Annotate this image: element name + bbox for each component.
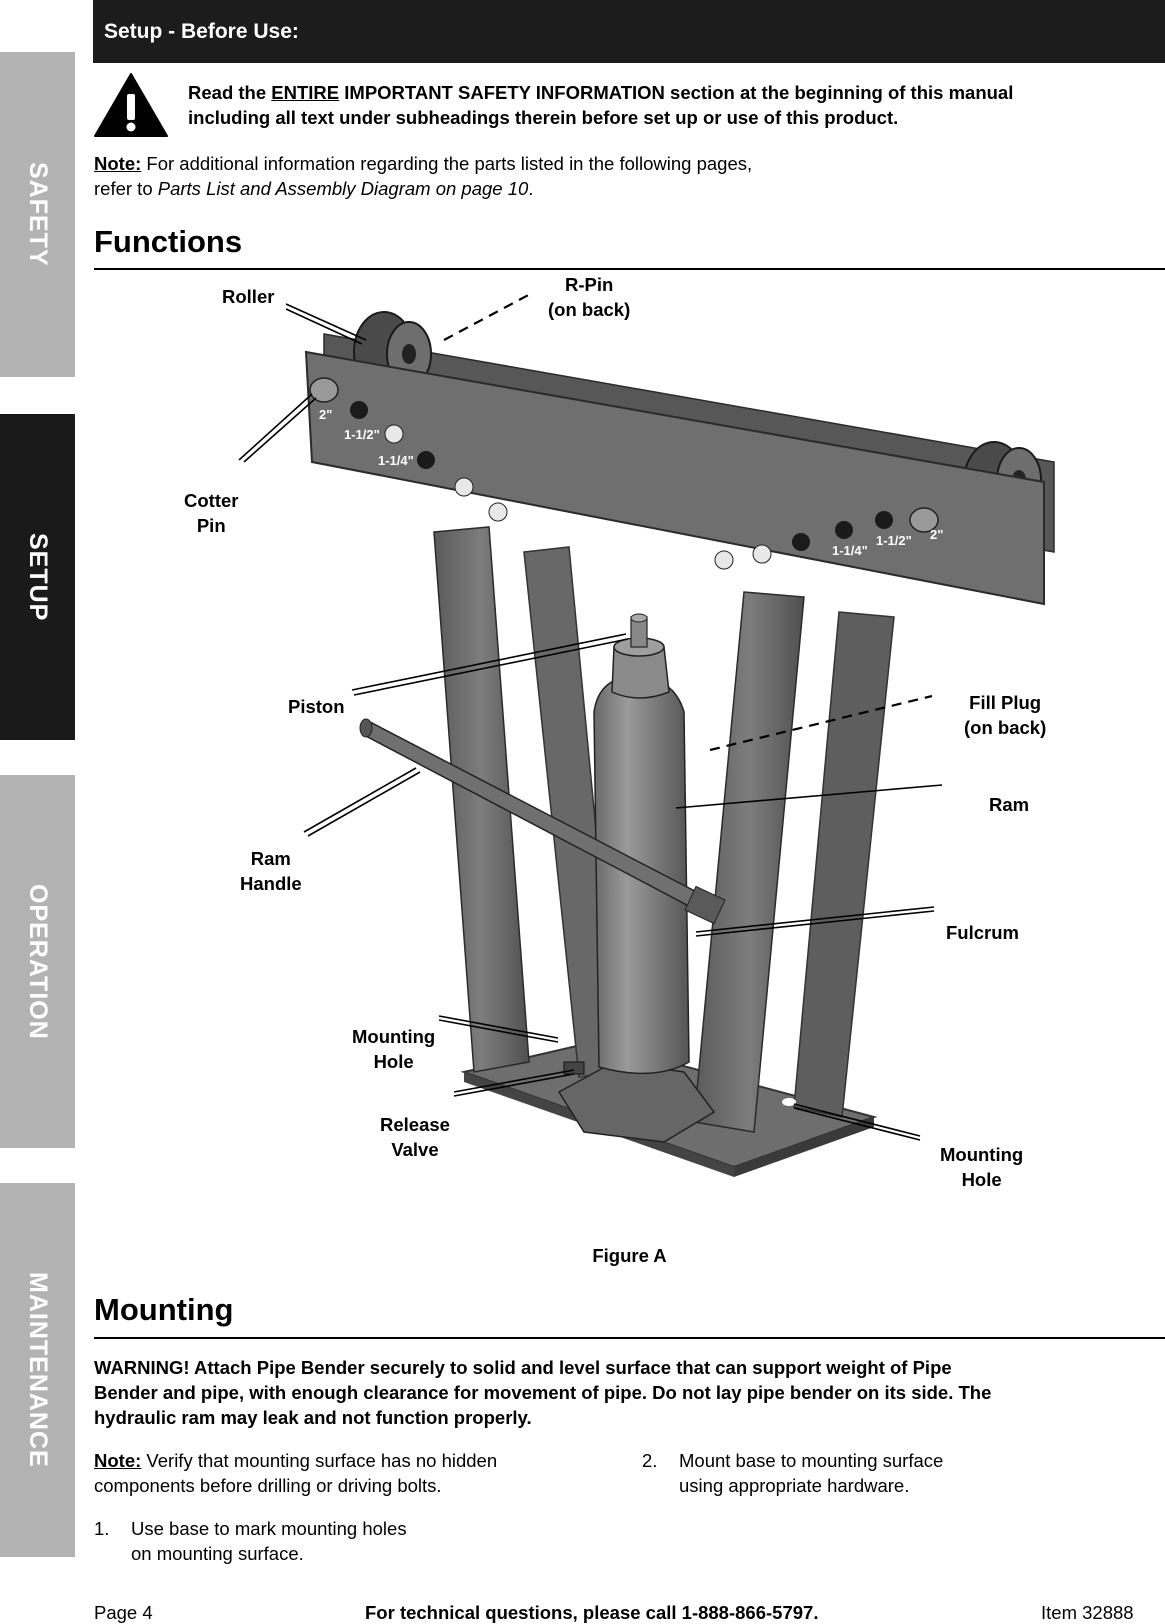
step-text-line2: using appropriate hardware.	[679, 1475, 910, 1496]
callout-r-pin-line1: R-Pin	[564, 274, 614, 295]
callout-mounting-hole-left-line2: Hole	[373, 1051, 414, 1072]
mounting-rule	[94, 1337, 1165, 1339]
section-header-title: Setup - Before Use:	[104, 20, 299, 43]
callout-mounting-hole-right-line1: Mounting	[940, 1144, 1024, 1165]
hole-label: 3/4"	[758, 575, 783, 590]
callout-cotter-line1: Cotter	[184, 490, 239, 511]
tab-operation-label: OPERATION	[24, 883, 52, 1040]
pipe-bender-illustration	[238, 291, 1055, 1177]
note-line2-suffix: .	[528, 178, 534, 199]
hole-label: 2"	[319, 407, 333, 422]
mounting-warning: WARNING! Attach Pipe Bender securely to …	[94, 1357, 992, 1428]
step-number: 2.	[642, 1450, 658, 1471]
note-reference-link: Parts List and Assembly Diagram on page …	[157, 178, 529, 199]
tab-setup-label: SETUP	[24, 532, 52, 622]
callout-roller: Roller	[222, 286, 275, 307]
callout-release-valve: Release Valve	[380, 1112, 450, 1162]
callout-mounting-hole-right-line2: Hole	[961, 1169, 1002, 1190]
functions-rule	[94, 268, 1165, 270]
note-line2-prefix: refer to	[94, 178, 158, 199]
step-number: 1.	[94, 1518, 110, 1539]
safety-notice-text: IMPORTANT SAFETY INFORMATION section at …	[188, 82, 1014, 128]
figure-caption: Figure A	[592, 1245, 667, 1266]
tab-maintenance-label: MAINTENANCE	[24, 1272, 52, 1468]
callout-mounting-hole-left-line1: Mounting	[352, 1026, 436, 1047]
footer-item-number: Item 32888	[1041, 1602, 1134, 1623]
step-text-line1: Mount base to mounting surface	[679, 1450, 944, 1471]
footer-page-number: Page 4	[94, 1602, 153, 1623]
callout-r-pin-line2: (on back)	[548, 299, 631, 320]
callout-release-valve-line2: Valve	[391, 1139, 439, 1160]
hole-label: 1-1/4"	[832, 543, 868, 558]
mounting-note: Note: Verify that mounting surface has n…	[94, 1448, 564, 1498]
note-label: Note:	[94, 153, 142, 174]
hole-label: 1/2"	[720, 581, 745, 596]
callout-ram: Ram	[989, 794, 1030, 815]
mounting-note-text: Verify that mounting surface has no hidd…	[94, 1450, 498, 1496]
tab-maintenance[interactable]: MAINTENANCE	[0, 1183, 75, 1557]
callout-ram-handle-line1: Ram	[250, 848, 291, 869]
note-parts-reference: Note: For additional information regardi…	[94, 151, 994, 201]
hole-label: 1/2"	[498, 535, 523, 550]
step-text-line1: Use base to mark mounting holes	[131, 1518, 407, 1539]
callout-release-valve-line1: Release	[380, 1114, 450, 1135]
callout-fulcrum: Fulcrum	[946, 922, 1019, 943]
hole-label: 3/4"	[460, 511, 485, 526]
callout-fill-plug-line2: (on back)	[964, 717, 1047, 738]
safety-notice-prefix: Read the	[188, 82, 272, 103]
callout-mounting-hole-right: Mounting Hole	[940, 1142, 1023, 1192]
hole-label: 1"	[430, 487, 444, 502]
callout-ram-handle-line2: Handle	[240, 873, 302, 894]
safety-notice-emphasis: ENTIRE	[271, 82, 340, 103]
hole-label: 2"	[930, 527, 944, 542]
callout-cotter-pin: Cotter Pin	[184, 488, 238, 538]
callout-fill-plug: Fill Plug (on back)	[964, 690, 1046, 740]
mounting-title: Mounting	[94, 1292, 234, 1327]
tab-safety[interactable]: SAFETY	[0, 52, 75, 377]
note-text: For additional information regarding the…	[141, 153, 753, 174]
step-text-line2: on mounting surface.	[131, 1543, 304, 1564]
hole-label: 1-1/2"	[344, 427, 380, 442]
functions-title: Functions	[94, 224, 243, 259]
mounting-note-label: Note:	[94, 1450, 142, 1471]
warning-triangle-icon	[94, 73, 168, 137]
footer-tech-support: For technical questions, please call 1-8…	[365, 1602, 819, 1623]
callout-cotter-line2: Pin	[196, 515, 226, 536]
hole-label: 1-1/2"	[876, 533, 912, 548]
callout-piston: Piston	[288, 696, 345, 717]
step-text: Mount base to mounting surface using appr…	[679, 1448, 943, 1498]
safety-notice: Read the ENTIRE IMPORTANT SAFETY INFORMA…	[188, 80, 1088, 130]
hole-label: 1-1/4"	[378, 453, 414, 468]
callout-fill-plug-line1: Fill Plug	[969, 692, 1042, 713]
tab-operation[interactable]: OPERATION	[0, 775, 75, 1148]
callout-ram-handle: Ram Handle	[240, 846, 302, 896]
section-header: Setup - Before Use:	[93, 0, 1165, 63]
callout-r-pin: R-Pin (on back)	[548, 272, 630, 322]
tab-setup[interactable]: SETUP	[0, 414, 75, 740]
callout-mounting-hole-left: Mounting Hole	[352, 1024, 435, 1074]
tab-safety-label: SAFETY	[24, 162, 52, 267]
hole-label: 1"	[804, 561, 818, 576]
figure-a: 2" 1-1/2" 1-1/4" 1" 3/4" 1/2" 1/2" 3/4" …	[94, 272, 1165, 1232]
step-text: Use base to mark mounting holes on mounti…	[131, 1516, 407, 1566]
